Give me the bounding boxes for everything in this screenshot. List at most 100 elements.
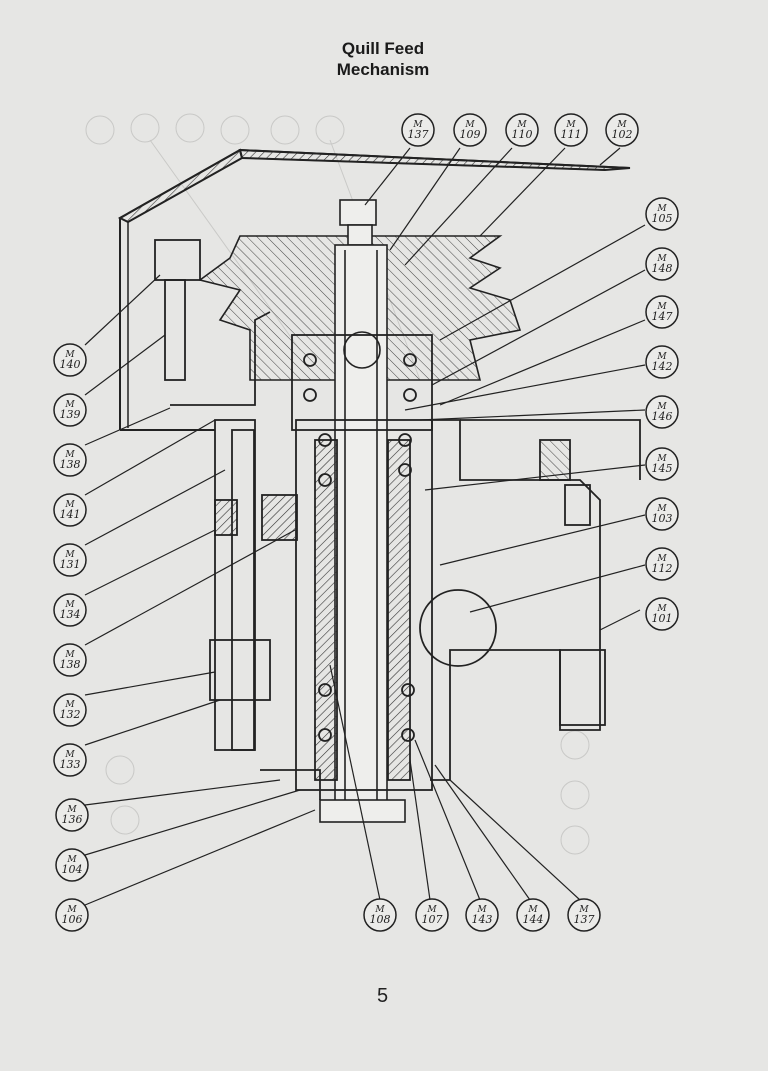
svg-text:M: M: [578, 905, 589, 915]
svg-text:145: 145: [652, 462, 673, 475]
callout-left-139: M 139: [53, 393, 87, 427]
svg-text:M: M: [374, 905, 385, 915]
svg-text:M: M: [565, 120, 576, 130]
callout-right-145: M 145: [645, 447, 679, 481]
page-title: Quill Feed Mechanism: [0, 38, 768, 80]
svg-text:137: 137: [574, 913, 595, 926]
svg-text:139: 139: [60, 408, 81, 421]
svg-text:103: 103: [652, 512, 673, 525]
svg-text:M: M: [66, 805, 77, 815]
callout-left-104: M 104: [55, 848, 89, 882]
callout-left-132: M 132: [53, 693, 87, 727]
svg-text:106: 106: [62, 913, 83, 926]
svg-text:M: M: [476, 905, 487, 915]
svg-text:134: 134: [60, 608, 81, 621]
svg-text:M: M: [64, 450, 75, 460]
svg-text:M: M: [464, 120, 475, 130]
svg-text:M: M: [64, 400, 75, 410]
callout-bot-107: M 107: [415, 898, 449, 932]
svg-text:M: M: [64, 500, 75, 510]
svg-text:M: M: [426, 905, 437, 915]
svg-text:146: 146: [652, 410, 673, 423]
svg-text:147: 147: [652, 310, 673, 323]
svg-text:138: 138: [60, 658, 81, 671]
callout-top-109: M 109: [453, 113, 487, 147]
svg-text:111: 111: [561, 128, 582, 141]
callout-left-106: M 106: [55, 898, 89, 932]
head-casting: [419, 419, 641, 781]
callout-right-142: M 142: [645, 345, 679, 379]
callout-top-137: M 137: [401, 113, 435, 147]
svg-text:148: 148: [652, 262, 673, 275]
svg-text:143: 143: [472, 913, 493, 926]
callout-bot-143: M 143: [465, 898, 499, 932]
callout-top-111: M 111: [554, 113, 588, 147]
svg-text:M: M: [656, 352, 667, 362]
callout-right-147: M 147: [645, 295, 679, 329]
svg-text:110: 110: [512, 128, 533, 141]
svg-text:M: M: [656, 254, 667, 264]
svg-text:M: M: [412, 120, 423, 130]
depth-stop-assembly: [154, 239, 321, 800]
svg-text:105: 105: [652, 212, 673, 225]
svg-text:M: M: [516, 120, 527, 130]
svg-text:112: 112: [652, 562, 673, 575]
callout-bot-144: M 144: [516, 898, 550, 932]
svg-text:M: M: [527, 905, 538, 915]
callout-left-133: M 133: [53, 743, 87, 777]
svg-text:137: 137: [408, 128, 429, 141]
callout-left-140: M 140: [53, 343, 87, 377]
svg-text:M: M: [656, 204, 667, 214]
svg-text:131: 131: [60, 558, 81, 571]
svg-text:104: 104: [62, 863, 83, 876]
svg-text:M: M: [656, 504, 667, 514]
callout-left-136: M 136: [55, 798, 89, 832]
page-number: 5: [377, 985, 389, 1007]
svg-text:136: 136: [62, 813, 83, 826]
svg-text:108: 108: [370, 913, 391, 926]
svg-text:M: M: [64, 550, 75, 560]
callout-top-102: M 102: [605, 113, 639, 147]
callout-left-134: M 134: [53, 593, 87, 627]
svg-text:138: 138: [60, 458, 81, 471]
callout-left-141: M 141: [53, 493, 87, 527]
callout-left-138a: M 138: [53, 443, 87, 477]
callout-right-148: M 148: [645, 247, 679, 281]
svg-text:M: M: [66, 855, 77, 865]
callout-right-146: M 146: [645, 395, 679, 429]
svg-text:M: M: [656, 554, 667, 564]
svg-text:M: M: [66, 905, 77, 915]
svg-text:M: M: [656, 302, 667, 312]
svg-text:133: 133: [60, 758, 81, 771]
callout-right-105: M 105: [645, 197, 679, 231]
svg-text:M: M: [64, 600, 75, 610]
leader-lines: [84, 147, 646, 906]
svg-text:109: 109: [460, 128, 481, 141]
callout-right-101: M 101: [645, 597, 679, 631]
title-line-1: Quill Feed: [341, 39, 425, 58]
callout-left-131: M 131: [53, 543, 87, 577]
title-line-2: Mechanism: [336, 60, 430, 79]
callout-bot-108: M 108: [363, 898, 397, 932]
svg-text:132: 132: [60, 708, 81, 721]
callout-left-138b: M 138: [53, 643, 87, 677]
svg-text:142: 142: [652, 360, 673, 373]
quill-housing: [291, 334, 433, 791]
upper-cover: [117, 148, 631, 431]
callout-top-110: M 110: [505, 113, 539, 147]
svg-text:M: M: [64, 700, 75, 710]
svg-text:107: 107: [422, 913, 443, 926]
svg-text:140: 140: [60, 358, 81, 371]
svg-text:M: M: [656, 454, 667, 464]
svg-text:M: M: [64, 750, 75, 760]
svg-text:M: M: [64, 350, 75, 360]
svg-text:M: M: [64, 650, 75, 660]
callout-right-103: M 103: [645, 497, 679, 531]
svg-text:M: M: [656, 604, 667, 614]
spindle: [319, 199, 406, 823]
svg-text:M: M: [616, 120, 627, 130]
svg-text:M: M: [656, 402, 667, 412]
svg-text:102: 102: [612, 128, 633, 141]
callout-bot-137: M 137: [567, 898, 601, 932]
